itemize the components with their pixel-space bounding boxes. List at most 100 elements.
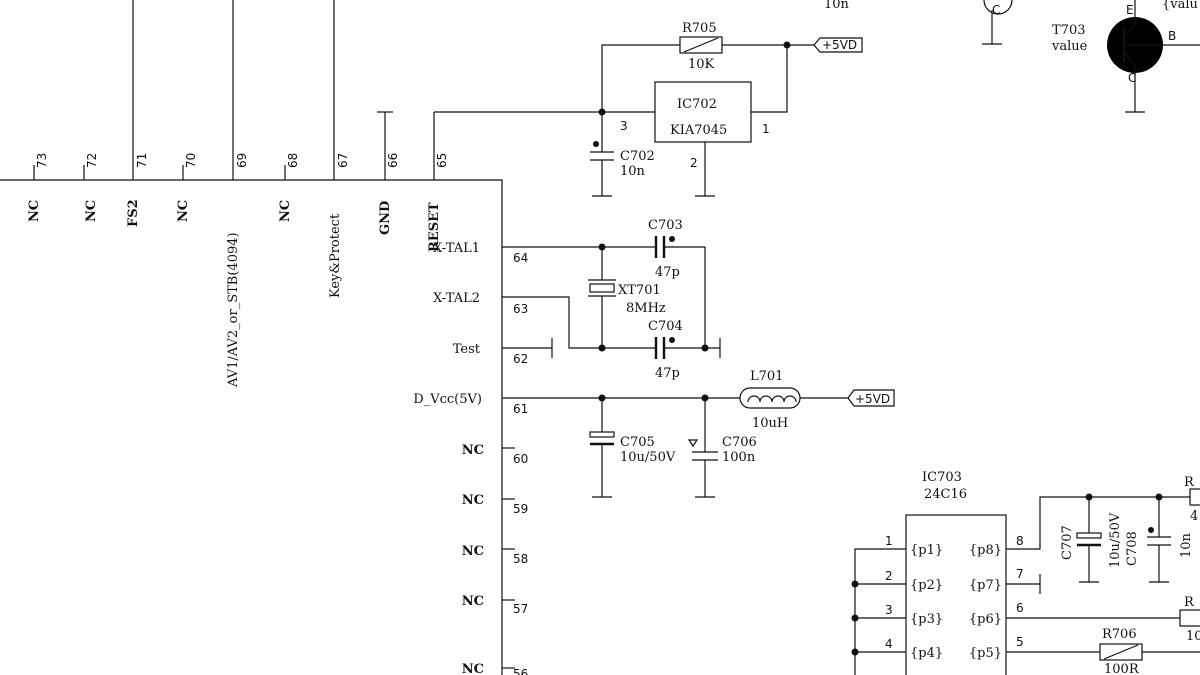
pin-58-net: NC [462,544,484,559]
ic703-eeprom: IC703 24C16 1 2 3 4 {p1} {p2} {p3} {p4} … [851,470,1200,675]
c703-value: 47p [655,265,680,280]
edge-r-top-value: 4 [1190,509,1198,524]
xt701-crystal [589,283,615,293]
xt701-value: 8MHz [626,301,666,316]
pin-60-net: NC [462,443,484,458]
r706-value: 100R [1104,662,1140,675]
c708-ref: C708 [1125,531,1140,566]
r706-ref: R706 [1102,627,1137,642]
top-cap-value: 10n [824,0,850,12]
pin-57-number: 57 [513,602,528,616]
vcc-filter: L701 10uH +5VD C705 10u/50V C706 100n [589,369,895,498]
ic703-part: 24C16 [924,487,967,502]
pin-72-number: 72 [85,153,99,168]
ic703-pin2-num: 2 [885,569,893,583]
pin-62-number: 62 [513,352,528,366]
ic702-ref: IC702 [677,97,717,112]
t703-ref: T703 [1052,23,1085,38]
pin-68-net: NC [278,200,293,222]
c703-ref: C703 [648,218,683,233]
pin-71-net: FS2 [126,199,141,227]
pin-64-number: 64 [513,251,528,265]
ic703-pin6-label: {p6} [969,612,1002,627]
top-value-fragment: {valu [1162,0,1198,12]
ic703-pin4-num: 4 [885,637,893,651]
pin-59-net: NC [462,493,484,508]
pin-60-number: 60 [513,452,528,466]
pin-66-number: 66 [386,153,400,168]
pin-70-number: 70 [184,153,198,168]
pin-71-number: 71 [135,153,149,168]
supply-5vd-top-label: +5VD [822,38,857,52]
crystal-circuit: C703 47p XT701 8MHz C704 47p [588,218,721,381]
ic702-pin2: 2 [690,156,698,170]
ic702-pin1: 1 [762,122,770,136]
supply-5vd-mid-label: +5VD [855,392,890,406]
ic703-pin5-label: {p5} [969,646,1002,661]
top-cap-c-pin: C [992,3,1000,17]
edge-r-mid-value: 10 [1186,629,1200,644]
l701-value: 10uH [752,416,788,431]
pin-69-number: 69 [235,153,249,168]
supply-5vd-top [813,37,863,53]
pin-59-number: 59 [513,502,528,516]
ic703-pin7-label: {p7} [969,578,1002,593]
c705-ref: C705 [620,435,655,450]
ic703-pin1-num: 1 [885,534,893,548]
c706-ref: C706 [722,435,757,450]
c708-value: 10n [1179,532,1194,558]
ic703-pin7-num: 7 [1016,567,1024,581]
ic703-pin2-label: {p2} [910,578,943,593]
pin-58-number: 58 [513,552,528,566]
c704-value: 47p [655,366,680,381]
edge-r-top: R [1184,475,1195,490]
r705-value: 10K [688,57,715,72]
pin-65-net: RESET [427,202,442,252]
reset-circuit: R705 10K +5VD IC702 KIA7045 3 1 2 C702 1… [434,21,863,197]
pin-70-net: NC [176,200,191,222]
r705-ref: R705 [682,21,717,36]
pin-64-net: X-TAL1 [433,241,480,256]
supply-5vd-mid [847,389,895,407]
ic703-pin6-num: 6 [1016,601,1024,615]
pin-67-number: 67 [336,153,350,168]
c707-value: 10u/50V [1108,512,1123,568]
pin-56-net: NC [462,662,484,675]
ic702-part: KIA7045 [670,123,727,138]
t703-e-pin: E [1126,3,1134,17]
pin-65-number: 65 [435,153,449,168]
top-partial-components: 10n C {valu T703 value E B C [824,0,1200,113]
c702-ref: C702 [620,149,655,164]
c704-ref: C704 [648,319,683,334]
ic703-pin4-label: {p4} [910,646,943,661]
ic703-pin1-label: {p1} [910,543,943,558]
pin-56-number: 56 [513,667,528,675]
edge-r-mid: R [1184,595,1195,610]
c705-value: 10u/50V [620,450,676,465]
pin-68-number: 68 [286,153,300,168]
c707-ref: C707 [1060,525,1075,560]
pin-63-number: 63 [513,302,528,316]
c706-value: 100n [722,450,756,465]
mcu-body: 73 72 71 70 69 68 67 66 65 NC NC FS2 NC … [0,0,602,675]
pin-57-net: NC [462,594,484,609]
pin-61-number: 61 [513,402,528,416]
pin-73-net: NC [27,200,42,222]
pin-62-net: Test [453,342,481,357]
pin-73-number: 73 [35,153,49,168]
pin-63-net: X-TAL2 [433,291,480,306]
ic703-pin8-label: {p8} [969,543,1002,558]
pin-67-net: Key&Protect [328,213,343,298]
ic703-pin3-label: {p3} [910,612,943,627]
pin-69-net: AV1/AV2_or_STB(4094) [226,232,241,388]
pin-61-net: D_Vcc(5V) [413,392,482,407]
pin-66-net: GND [378,201,393,235]
ic703-ref: IC703 [922,470,962,485]
ic703-pin5-num: 5 [1016,635,1024,649]
l701-ref: L701 [750,369,783,384]
c702-value: 10n [620,164,646,179]
xt701-ref: XT701 [618,283,661,298]
ic702-pin3: 3 [620,119,628,133]
t703-b-pin: B [1168,29,1176,43]
